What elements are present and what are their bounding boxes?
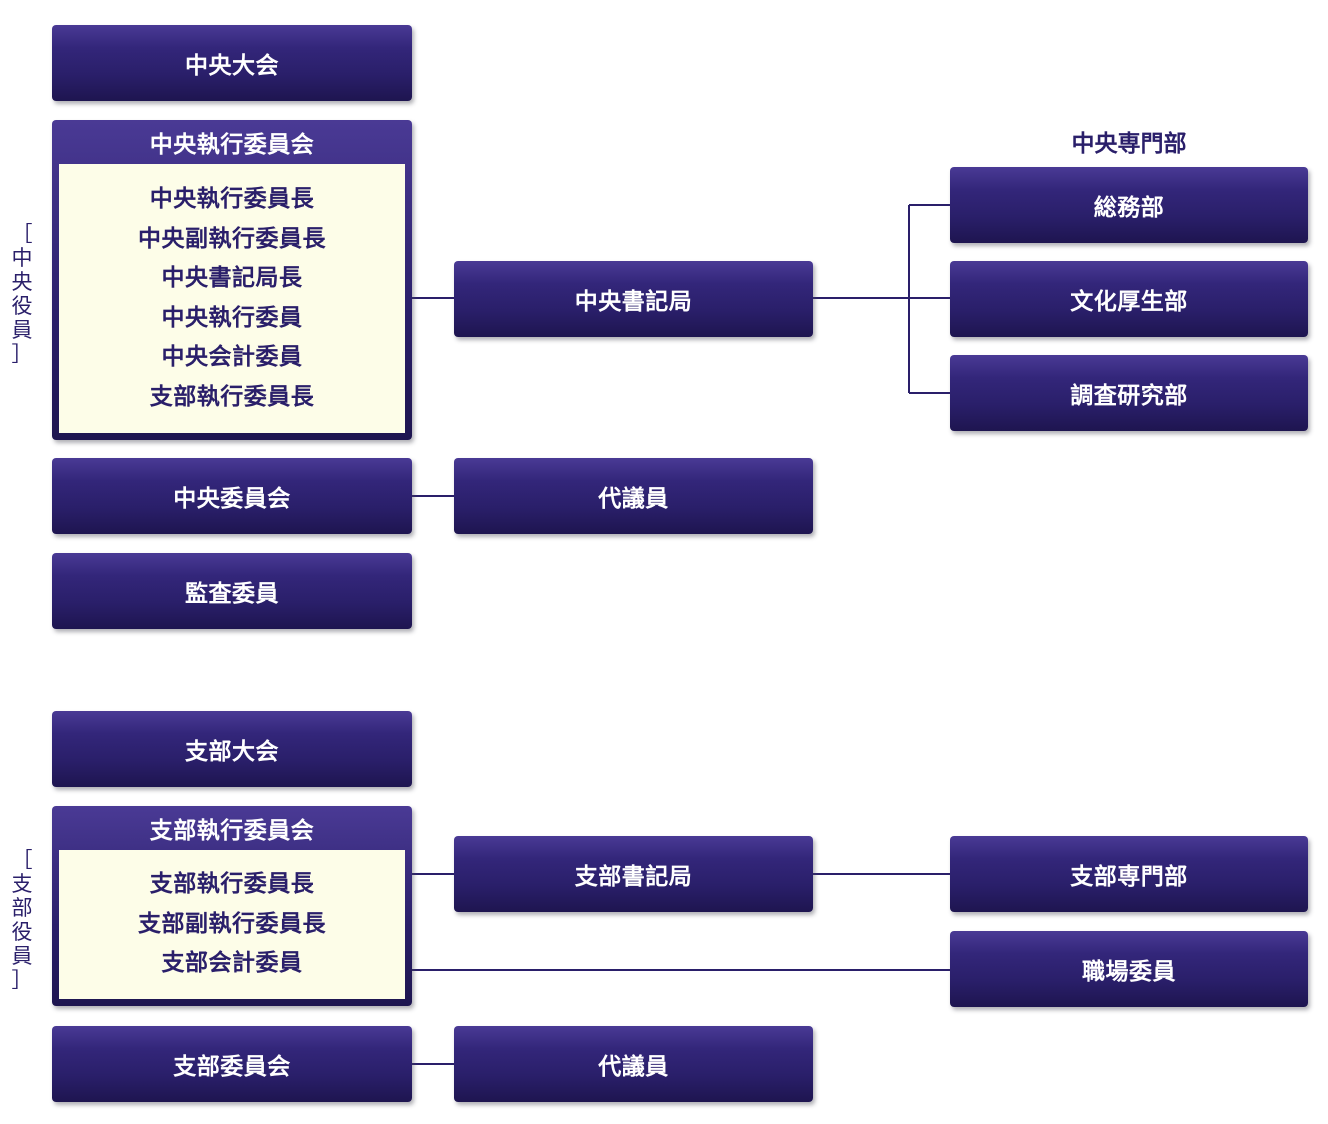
central-officers-label: ［ 中 央 役 員 ］ [11, 222, 33, 366]
member-item: 支部副執行委員長 [138, 910, 326, 937]
central-delegates-label: 代議員 [598, 486, 669, 512]
member-item: 中央執行委員 [161, 304, 303, 331]
workplace-committee-box: 職場委員 [950, 931, 1308, 1007]
branch-delegates-label: 代議員 [598, 1054, 669, 1080]
branch-dept-box: 支部専門部 [950, 836, 1308, 912]
member-item: 中央書記局長 [161, 265, 303, 291]
branch-secretariat-box: 支部書記局 [454, 836, 813, 912]
branch-dept-label: 支部専門部 [1070, 864, 1188, 890]
auditors-label: 監査委員 [185, 581, 279, 607]
branch-delegates-box: 代議員 [454, 1026, 813, 1102]
central-exec-committee-title: 中央執行委員会 [149, 132, 315, 158]
central-secretariat-box: 中央書記局 [454, 261, 813, 337]
central-dept-heading: 中央専門部 [1071, 131, 1187, 157]
central-exec-members: 中央執行委員長 中央副執行委員長 中央書記局長 中央執行委員 中央会計委員 支部… [59, 164, 405, 433]
branch-exec-members: 支部執行委員長 支部副執行委員長 支部会計委員 [59, 850, 405, 999]
branch-officers-label: ［ 支 部 役 員 ］ [11, 848, 33, 992]
member-item: 支部執行委員長 [149, 383, 315, 410]
central-delegates-box: 代議員 [454, 458, 813, 534]
central-committee-box: 中央委員会 [52, 458, 412, 534]
central-convention-box: 中央大会 [52, 25, 412, 101]
dept-bunka-label: 文化厚生部 [1070, 289, 1188, 315]
dept-chousa-label: 調査研究部 [1070, 383, 1188, 409]
dept-soumu-box: 総務部 [950, 167, 1308, 243]
member-item: 中央副執行委員長 [138, 225, 326, 252]
member-item: 支部執行委員長 [149, 871, 315, 898]
central-secretariat-label: 中央書記局 [574, 289, 693, 315]
branch-committee-label: 支部委員会 [173, 1054, 291, 1080]
branch-secretariat-label: 支部書記局 [574, 864, 693, 890]
dept-bunka-box: 文化厚生部 [950, 261, 1308, 337]
member-item: 支部会計委員 [161, 950, 303, 977]
branch-convention-label: 支部大会 [185, 739, 279, 765]
dept-chousa-box: 調査研究部 [950, 355, 1308, 431]
branch-exec-committee-title: 支部執行委員会 [149, 818, 315, 844]
central-committee-label: 中央委員会 [173, 486, 291, 512]
central-exec-committee-panel: 中央執行委員会 中央執行委員長 中央副執行委員長 中央書記局長 中央執行委員 中… [52, 120, 412, 440]
branch-exec-committee-panel: 支部執行委員会 支部執行委員長 支部副執行委員長 支部会計委員 [52, 806, 412, 1006]
workplace-committee-label: 職場委員 [1082, 959, 1176, 985]
branch-committee-box: 支部委員会 [52, 1026, 412, 1102]
central-convention-label: 中央大会 [185, 53, 279, 79]
member-item: 中央会計委員 [161, 344, 303, 370]
dept-soumu-label: 総務部 [1093, 195, 1165, 221]
branch-convention-box: 支部大会 [52, 711, 412, 787]
member-item: 中央執行委員長 [149, 186, 315, 212]
auditors-box: 監査委員 [52, 553, 412, 629]
